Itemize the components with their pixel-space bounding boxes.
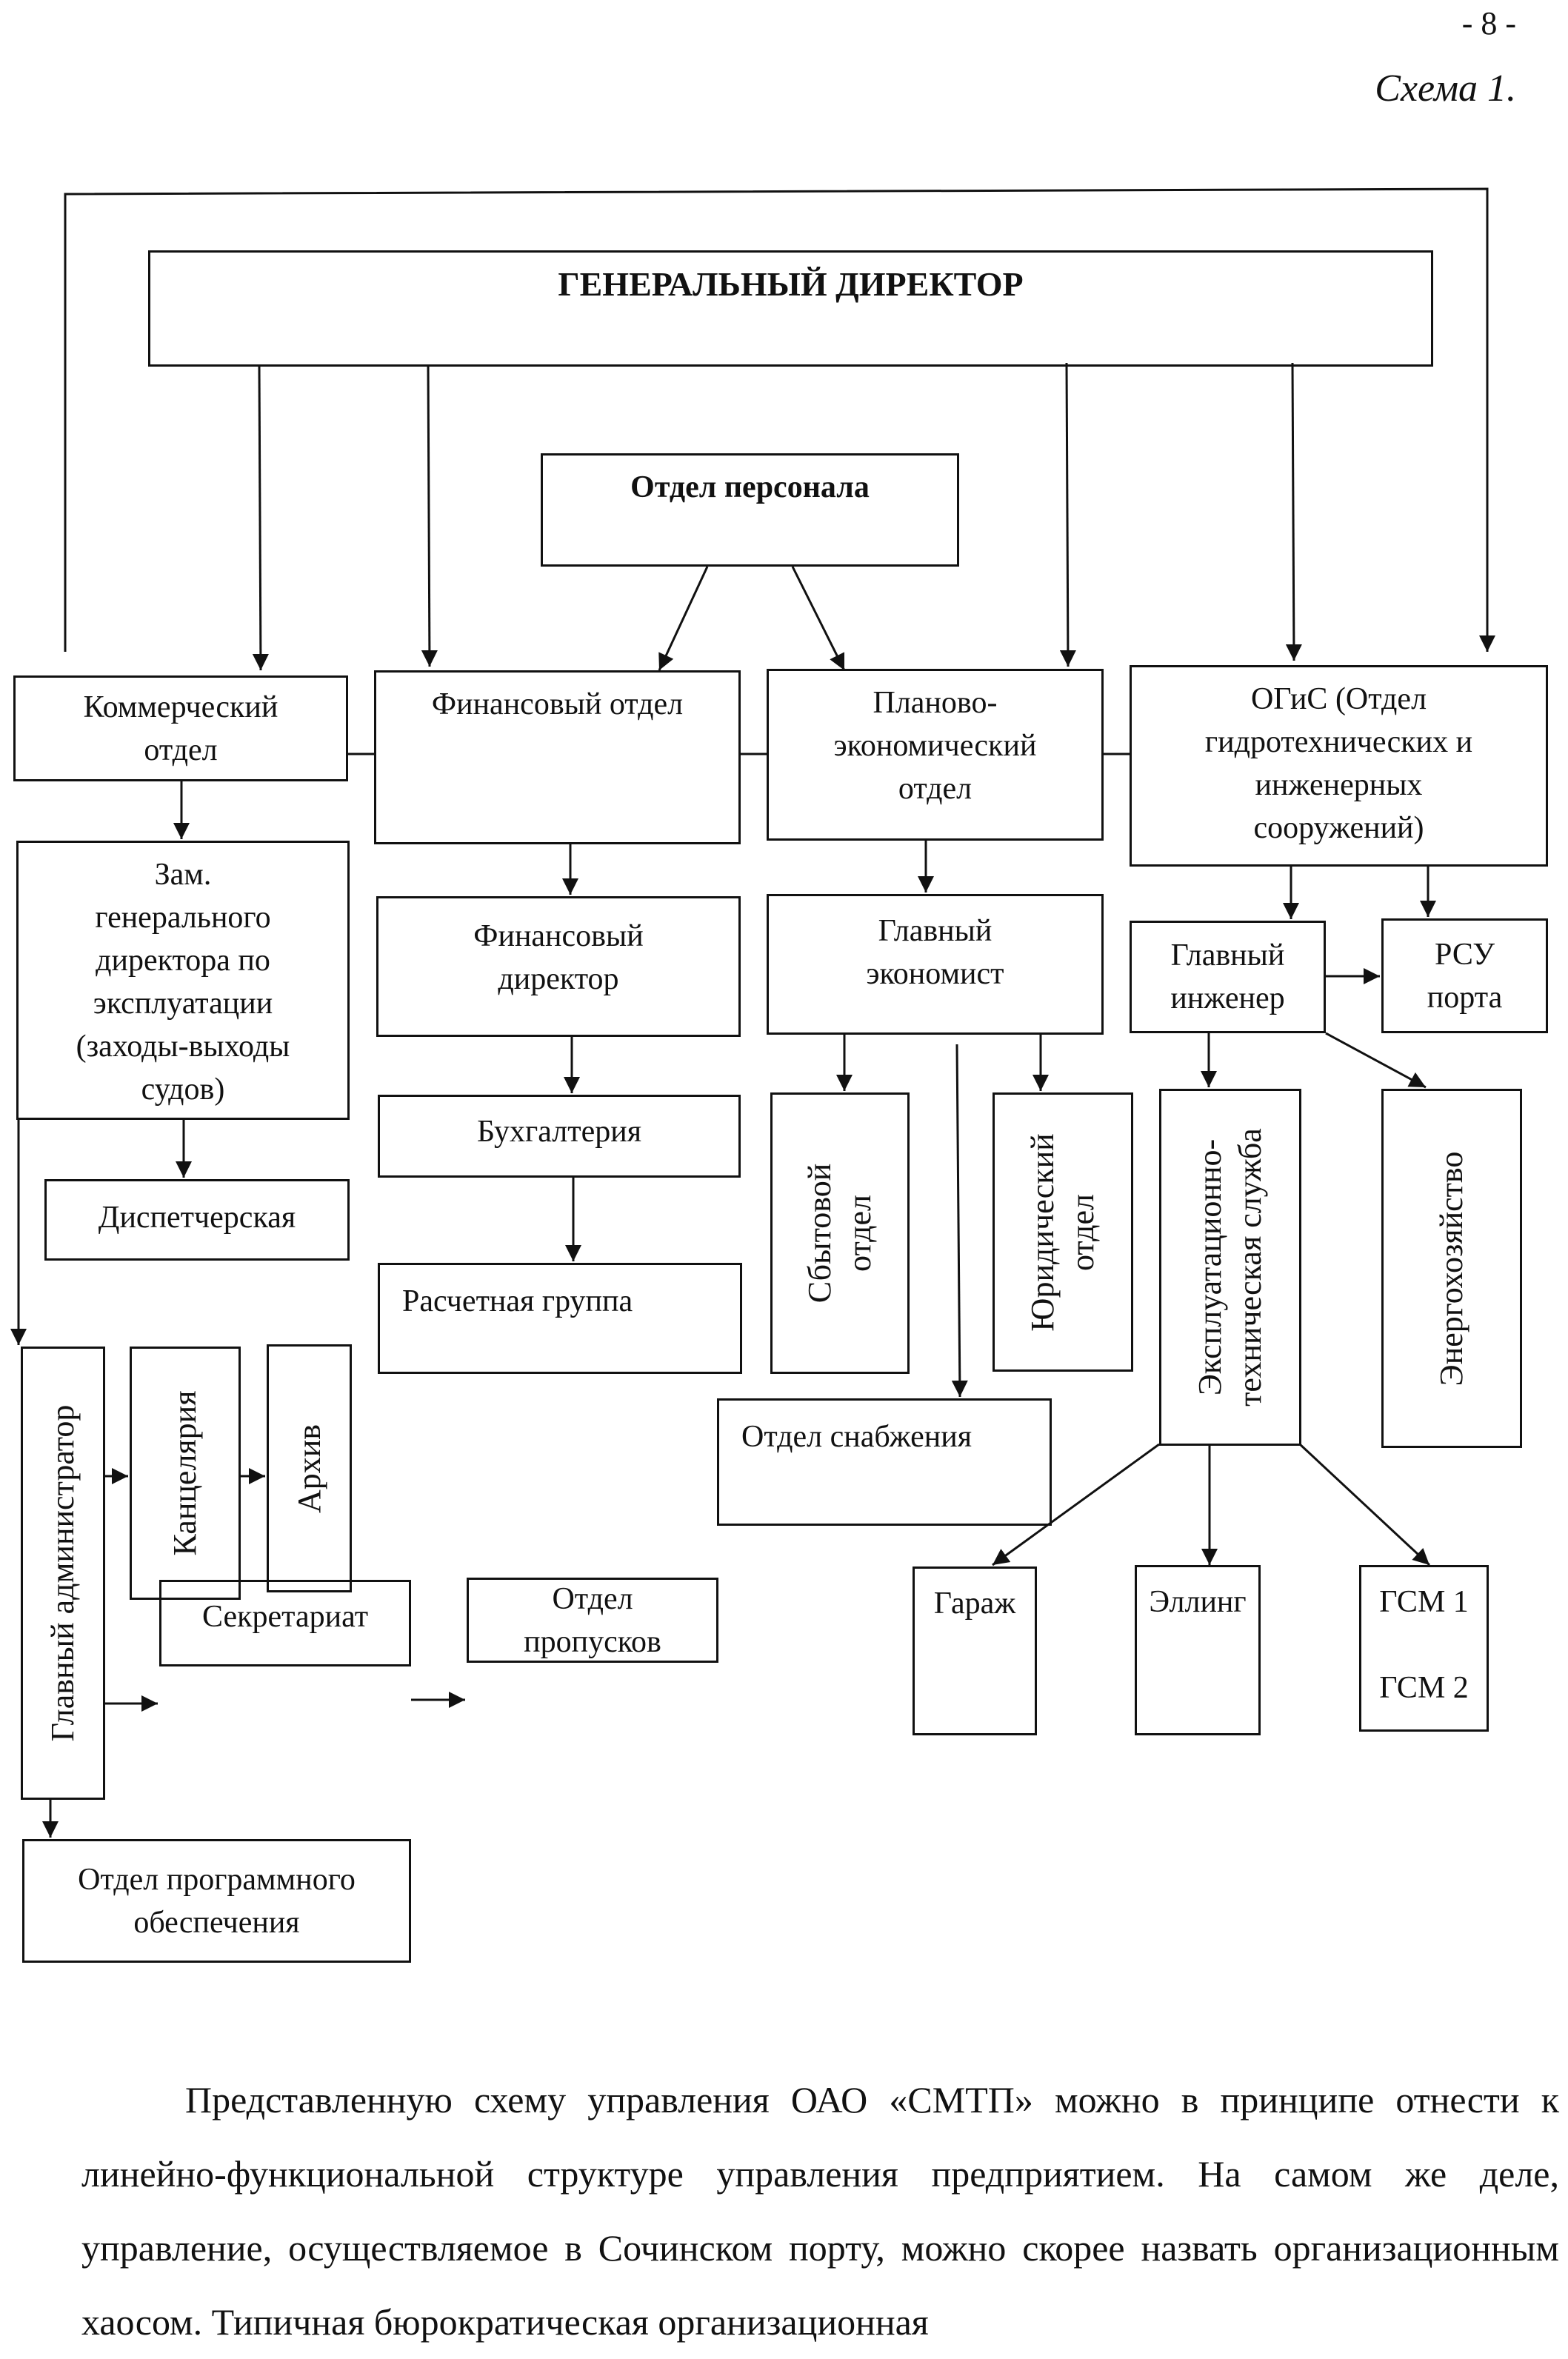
box-supply-dept: Отдел снабжения xyxy=(717,1398,1052,1526)
box-operations-tech-service: Эксплуатационно- техническая служба xyxy=(1159,1089,1301,1446)
box-software-dept: Отдел программного обеспечения xyxy=(22,1839,411,1963)
page-header: - 8 - Схема 1. xyxy=(0,0,1568,148)
connector-gd-ogis xyxy=(1285,362,1302,661)
box-archive: Архив xyxy=(267,1344,352,1592)
box-rsu-port: РСУ порта xyxy=(1381,918,1548,1033)
connector-personnel-planning xyxy=(791,566,846,671)
box-dispatch: Диспетчерская xyxy=(44,1179,350,1261)
org-chart-connectors xyxy=(10,187,1495,1838)
box-secretariat: Секретариат xyxy=(159,1580,411,1666)
box-commercial-dept: Коммерческий отдел xyxy=(13,675,348,781)
box-ogis-dept: ОГиС (Отдел гидротехнических и инженерны… xyxy=(1130,665,1548,867)
connector-loop xyxy=(64,187,1495,652)
connector-gd-commercial xyxy=(252,366,269,671)
box-boathouse: Эллинг xyxy=(1135,1565,1261,1735)
box-personnel-dept: Отдел персонала xyxy=(541,453,959,567)
schema-label: Схема 1. xyxy=(1375,67,1516,110)
general-director-label: ГЕНЕРАЛЬНЫЙ ДИРЕКТОР xyxy=(558,265,1024,303)
connector-ops-fuel xyxy=(1298,1443,1431,1566)
box-pass-office: Отдел пропусков xyxy=(467,1578,718,1663)
connector-ops-garage xyxy=(992,1443,1160,1566)
box-planning-econ-dept: Планово- экономический отдел xyxy=(767,669,1104,841)
box-chancellery: Канцелярия xyxy=(130,1347,241,1600)
box-energy-facilities: Энергохозяйство xyxy=(1381,1089,1522,1448)
connector-personnel-finance xyxy=(658,566,709,671)
connector-gd-finance xyxy=(421,364,438,667)
box-chief-engineer: Главный инженер xyxy=(1130,921,1326,1033)
box-deputy-director-ops: Зам. генерального директора по эксплуата… xyxy=(16,841,350,1120)
box-accounting: Бухгалтерия xyxy=(378,1095,741,1178)
box-finance-dept: Финансовый отдел xyxy=(374,670,741,844)
connector-gd-planning xyxy=(1059,362,1076,667)
page-number: - 8 - xyxy=(1461,5,1516,41)
connector-economist-supply xyxy=(951,1044,968,1398)
box-finance-director: Финансовый директор xyxy=(376,896,741,1037)
box-fuel-lubricants: ГСМ 1 ГСМ 2 xyxy=(1359,1565,1489,1732)
box-sales-dept: Сбытовой отдел xyxy=(770,1092,910,1374)
body-paragraph: Представленную схему управления ОАО «СМТ… xyxy=(81,2079,1559,2343)
box-chief-economist: Главный экономист xyxy=(767,894,1104,1035)
box-garage: Гараж xyxy=(913,1566,1037,1735)
personnel-dept-label: Отдел персонала xyxy=(630,470,870,504)
box-chief-administrator: Главный администратор xyxy=(21,1347,105,1800)
box-settlement-group: Расчетная группа xyxy=(378,1263,742,1374)
connector-engineer-energy xyxy=(1325,1032,1427,1089)
box-legal-dept: Юридический отдел xyxy=(992,1092,1133,1372)
box-general-director: ГЕНЕРАЛЬНЫЙ ДИРЕКТОР xyxy=(148,250,1433,367)
